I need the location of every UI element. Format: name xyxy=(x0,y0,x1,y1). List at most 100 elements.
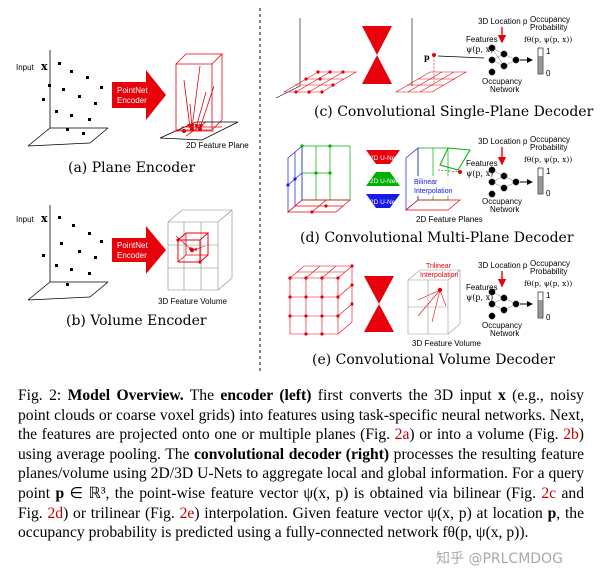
volume-nodes xyxy=(288,264,354,336)
occupancy-network-icon xyxy=(488,44,520,76)
unet-block: 3D U-Net xyxy=(364,276,399,332)
caption-text-1: The xyxy=(183,387,221,404)
feature-volume-label: 3D Feature Volume xyxy=(158,297,227,306)
network-label-1: Occupancy xyxy=(482,77,522,86)
caption-text-4: ) or into a volume (Fig. xyxy=(409,426,564,444)
plane-nodes xyxy=(294,70,345,94)
panel-a: Input x PointNet Encoder xyxy=(16,50,249,176)
features-expr: ψ(p, x) xyxy=(466,45,493,54)
caption-a: (a) Plane Encoder xyxy=(68,160,195,176)
feature-planes-label: 2D Feature Planes xyxy=(416,215,483,224)
caption-bold-p: p xyxy=(55,484,65,502)
three-plane-nodes xyxy=(286,144,332,214)
location-label: 3D Location p xyxy=(478,261,528,270)
query-point xyxy=(432,53,436,57)
caption-bold-encoder: encoder (left) xyxy=(220,387,312,404)
query-point xyxy=(458,170,462,174)
prob-expr: fθ(p, ψ(p, x)) xyxy=(524,279,572,288)
pointnet-label-1: PointNet xyxy=(117,241,148,250)
caption-d: (d) Convolutional Multi-Plane Decoder xyxy=(300,230,574,246)
occupancy-network-icon xyxy=(488,166,520,198)
plane-grid-right xyxy=(394,18,468,93)
prob-label-1: Occupancy xyxy=(530,135,570,144)
figure-ref-2d[interactable]: 2d xyxy=(47,504,64,522)
figure-ref-2b[interactable]: 2b xyxy=(563,426,579,444)
features-label: Features xyxy=(466,35,498,44)
panel-c: 2D U-Net p 3D Location p Features ψ(p, x… xyxy=(275,15,594,120)
feature-volume-label: 3D Feature Volume xyxy=(412,339,481,348)
network-label-2: Network xyxy=(490,85,520,94)
caption-b: (b) Volume Encoder xyxy=(66,313,207,329)
interp-label-bg xyxy=(412,176,458,196)
figure-ref-2a[interactable]: 2a xyxy=(394,426,410,444)
caption-e: (e) Convolutional Volume Decoder xyxy=(312,352,555,368)
network-label-1: Occupancy xyxy=(482,321,522,330)
prob-label-2: Probability xyxy=(530,23,567,32)
probability-fill xyxy=(538,176,543,194)
input-points xyxy=(42,216,103,286)
probability-fill xyxy=(538,56,543,74)
bar-top: 1 xyxy=(546,167,551,176)
occupancy-network-icon xyxy=(488,288,520,320)
panel-b: Input x PointNet Encoder xyxy=(16,205,233,329)
pointnet-arrow: PointNet Encoder xyxy=(112,70,166,120)
plane-grid xyxy=(275,18,358,99)
caption-bold-decoder: convolutional decoder (right) xyxy=(194,445,390,463)
query-point-label: p xyxy=(424,52,430,62)
watermark: 知乎 @PRLCMDOG xyxy=(436,551,563,567)
unet-stack: 2D U-Net 2D U-Net 2D U-Net xyxy=(366,150,400,208)
unet-label: 2D U-Net xyxy=(368,53,397,60)
prob-label-2: Probability xyxy=(530,143,567,152)
prob-label-2: Probability xyxy=(530,267,567,276)
unet-label: 3D U-Net xyxy=(370,302,399,309)
model-overview-figure: Input x PointNet Encoder xyxy=(16,8,594,372)
bar-bottom: 0 xyxy=(546,313,551,322)
feature-arrow xyxy=(437,55,485,59)
unet-label-green: 2D U-Net xyxy=(370,178,397,185)
prob-label-1: Occupancy xyxy=(530,15,570,24)
caption-text-7: ∈ ℝ³, the point-wise feature vector ψ(x,… xyxy=(64,484,542,502)
panel-e: 3D U-Net Trilinear Interpolation 3D Feat… xyxy=(288,259,572,368)
input-axes xyxy=(27,50,109,147)
caption-bold-x: x xyxy=(497,387,506,404)
probability-fill xyxy=(538,300,543,318)
features-label: Features xyxy=(466,159,498,168)
prob-label-1: Occupancy xyxy=(530,259,570,268)
input-axes xyxy=(27,205,109,301)
caption-text-3: (e.g., noisy point clouds or coarse voxe… xyxy=(18,387,584,444)
input-var: x xyxy=(41,212,48,225)
unet-block: 2D U-Net xyxy=(362,26,397,84)
pointnet-label-1: PointNet xyxy=(117,86,148,95)
input-label: Input xyxy=(16,215,35,224)
volume-grid-right xyxy=(407,269,461,335)
pointnet-label-2: Encoder xyxy=(117,251,147,260)
interp-label-2: Interpolation xyxy=(420,272,459,279)
input-var: x xyxy=(41,60,48,73)
volume-grid xyxy=(289,265,353,335)
unet-label-red: 2D U-Net xyxy=(370,155,397,162)
figure-ref-2e[interactable]: 2e xyxy=(179,504,195,522)
network-label-1: Occupancy xyxy=(482,197,522,206)
bar-top: 1 xyxy=(546,291,551,300)
caption-text-8: and Fig. xyxy=(18,484,584,522)
caption-text-9: ) or trilinear (Fig. xyxy=(63,504,180,522)
panel-d: 2D U-Net 2D U-Net 2D U-Net Bilinear Inte… xyxy=(286,135,574,246)
bar-bottom: 0 xyxy=(546,69,551,78)
three-plane-grid xyxy=(287,145,351,213)
prob-expr: fθ(p, ψ(p, x)) xyxy=(524,155,572,164)
query-point xyxy=(437,287,443,293)
figure-ref-2c[interactable]: 2c xyxy=(541,484,557,502)
volume-feature-points xyxy=(176,238,202,264)
caption-bold-p2: p xyxy=(547,504,557,522)
bar-bottom: 0 xyxy=(546,189,551,198)
feature-plane-label: 2D Feature Plane xyxy=(186,141,249,150)
fig-label: Fig. 2: xyxy=(18,387,68,404)
network-label-2: Network xyxy=(490,205,520,214)
features-label: Features xyxy=(466,283,498,292)
pointnet-arrow: PointNet Encoder xyxy=(112,226,166,274)
interp-label-2: Interpolation xyxy=(414,188,453,195)
caption-title: Model Overview. xyxy=(67,387,184,404)
volume-encoder-diagram xyxy=(167,209,233,291)
prob-expr: fθ(p, ψ(p, x)) xyxy=(524,35,572,44)
plane-feature-points xyxy=(182,127,202,133)
